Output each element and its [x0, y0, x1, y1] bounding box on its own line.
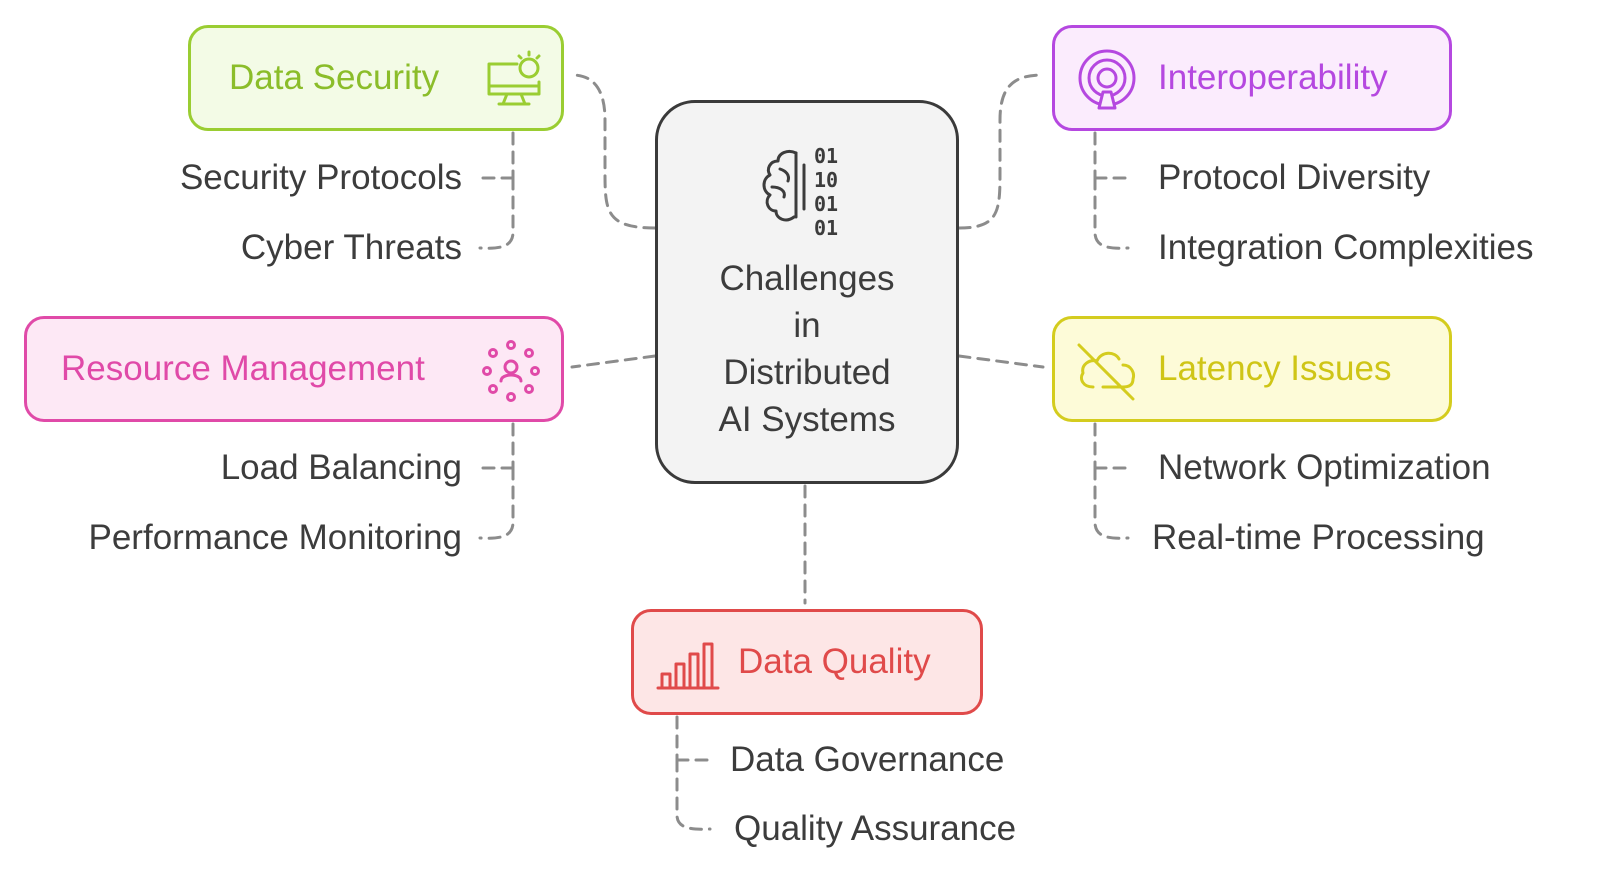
brain-binary-icon: 01 10 01 01 — [762, 145, 838, 240]
network-users-icon — [482, 340, 540, 402]
connector-interoperability — [957, 73, 1045, 230]
connector-cyber-threats — [478, 176, 515, 250]
connector-data-security — [570, 73, 657, 230]
monitor-alert-icon — [487, 50, 541, 106]
connector-performance-monitoring — [478, 466, 515, 540]
sub-quality-assurance: Quality Assurance — [734, 809, 1017, 848]
connector-quality-assurance — [675, 758, 712, 831]
cloud-off-icon — [1077, 343, 1135, 401]
sub-load-balancing: Load Balancing — [220, 448, 462, 487]
svg-text:01: 01 — [814, 145, 838, 168]
interoperability-node: Interoperability — [1052, 25, 1452, 131]
sub-protocol-diversity: Protocol Diversity — [1158, 158, 1431, 197]
broadcast-icon — [1078, 49, 1136, 110]
svg-text:10: 10 — [814, 168, 838, 192]
sub-network-optimization: Network Optimization — [1158, 448, 1491, 487]
latency-issues-label: Latency Issues — [1158, 349, 1392, 388]
sub-realtime-processing: Real-time Processing — [1152, 518, 1485, 557]
connector-realtime-processing — [1093, 466, 1130, 540]
connector-security-protocols — [478, 131, 515, 180]
connector-integration-complexities — [1093, 176, 1130, 250]
data-quality-node: Data Quality — [631, 609, 983, 715]
svg-text:01: 01 — [814, 216, 838, 240]
resource-management-label: Resource Management — [61, 349, 425, 388]
data-quality-label: Data Quality — [738, 642, 931, 681]
connector-data-governance — [675, 715, 712, 762]
sub-cyber-threats: Cyber Threats — [240, 228, 462, 267]
center-title: Challenges in Distributed AI Systems — [718, 259, 896, 439]
connector-latency-issues — [957, 354, 1045, 369]
interoperability-label: Interoperability — [1158, 58, 1388, 97]
data-security-label: Data Security — [229, 58, 440, 97]
svg-text:01: 01 — [814, 192, 838, 216]
resource-management-node: Resource Management — [24, 316, 564, 422]
sub-performance-monitoring: Performance Monitoring — [88, 518, 463, 557]
center-node: 01 10 01 01 Challenges in Distributed AI… — [655, 100, 959, 484]
connector-protocol-diversity — [1093, 131, 1130, 180]
sub-integration-complexities: Integration Complexities — [1158, 228, 1534, 267]
sub-data-governance: Data Governance — [730, 740, 1005, 779]
sub-security-protocols: Security Protocols — [179, 158, 462, 197]
data-security-node: Data Security — [188, 25, 564, 131]
bar-chart-icon — [656, 642, 720, 690]
latency-issues-node: Latency Issues — [1052, 316, 1452, 422]
connector-resource-management — [570, 354, 657, 369]
connector-load-balancing — [478, 422, 515, 470]
connector-network-optimization — [1093, 422, 1130, 470]
